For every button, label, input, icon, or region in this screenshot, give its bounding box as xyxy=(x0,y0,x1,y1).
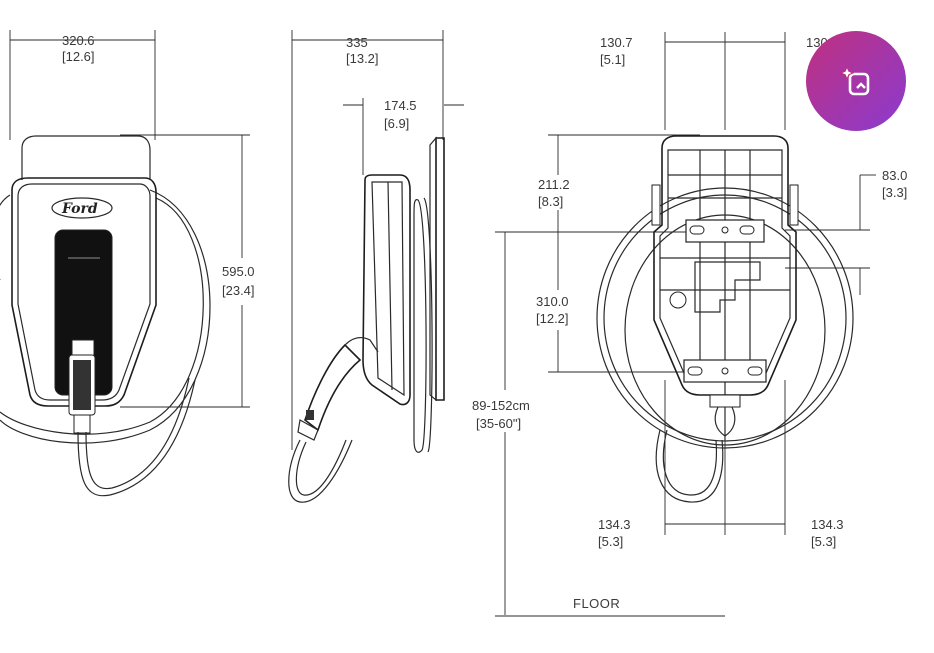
back-mid-mm: 310.0 xyxy=(536,294,569,309)
ai-image-sparkle-icon xyxy=(839,65,870,96)
back-bottom-left-in: [5.3] xyxy=(598,534,623,549)
back-upper-mm: 211.2 xyxy=(538,177,570,192)
side-view: 335 [13.2] 174.5 [6.9] xyxy=(288,30,464,503)
front-height-mm: 595.0 xyxy=(222,264,255,279)
back-view: 130.7 [5.1] 130.7 211.2 [8.3] 310.0 [12.… xyxy=(472,32,907,617)
side-depth-in: [13.2] xyxy=(346,51,379,66)
back-right-mm: 83.0 xyxy=(882,168,907,183)
back-mid-in: [12.2] xyxy=(536,311,569,326)
ai-image-action-button[interactable] xyxy=(806,31,906,131)
mount-height-cm: 89-152cm xyxy=(472,398,530,413)
back-top-left-mm: 130.7 xyxy=(600,35,633,50)
side-depth-mm: 335 xyxy=(346,35,368,50)
front-width-mm: 320.6 xyxy=(62,33,95,48)
back-upper-in: [8.3] xyxy=(538,194,563,209)
front-view: 320.6 [12.6] 595.0 [23.4] Ford xyxy=(0,30,255,497)
front-width-in: [12.6] xyxy=(62,49,95,64)
back-bottom-right-in: [5.3] xyxy=(811,534,836,549)
back-bottom-right-mm: 134.3 xyxy=(811,517,844,532)
front-height-in: [23.4] xyxy=(222,283,255,298)
floor-label: FLOOR xyxy=(573,596,620,611)
ford-logo-text: Ford xyxy=(61,201,98,217)
side-depth2-in: [6.9] xyxy=(384,116,409,131)
side-depth2-mm: 174.5 xyxy=(384,98,417,113)
back-right-in: [3.3] xyxy=(882,185,907,200)
back-bottom-left-mm: 134.3 xyxy=(598,517,631,532)
mount-height-in: [35-60"] xyxy=(476,416,521,431)
back-top-left-in: [5.1] xyxy=(600,52,625,67)
